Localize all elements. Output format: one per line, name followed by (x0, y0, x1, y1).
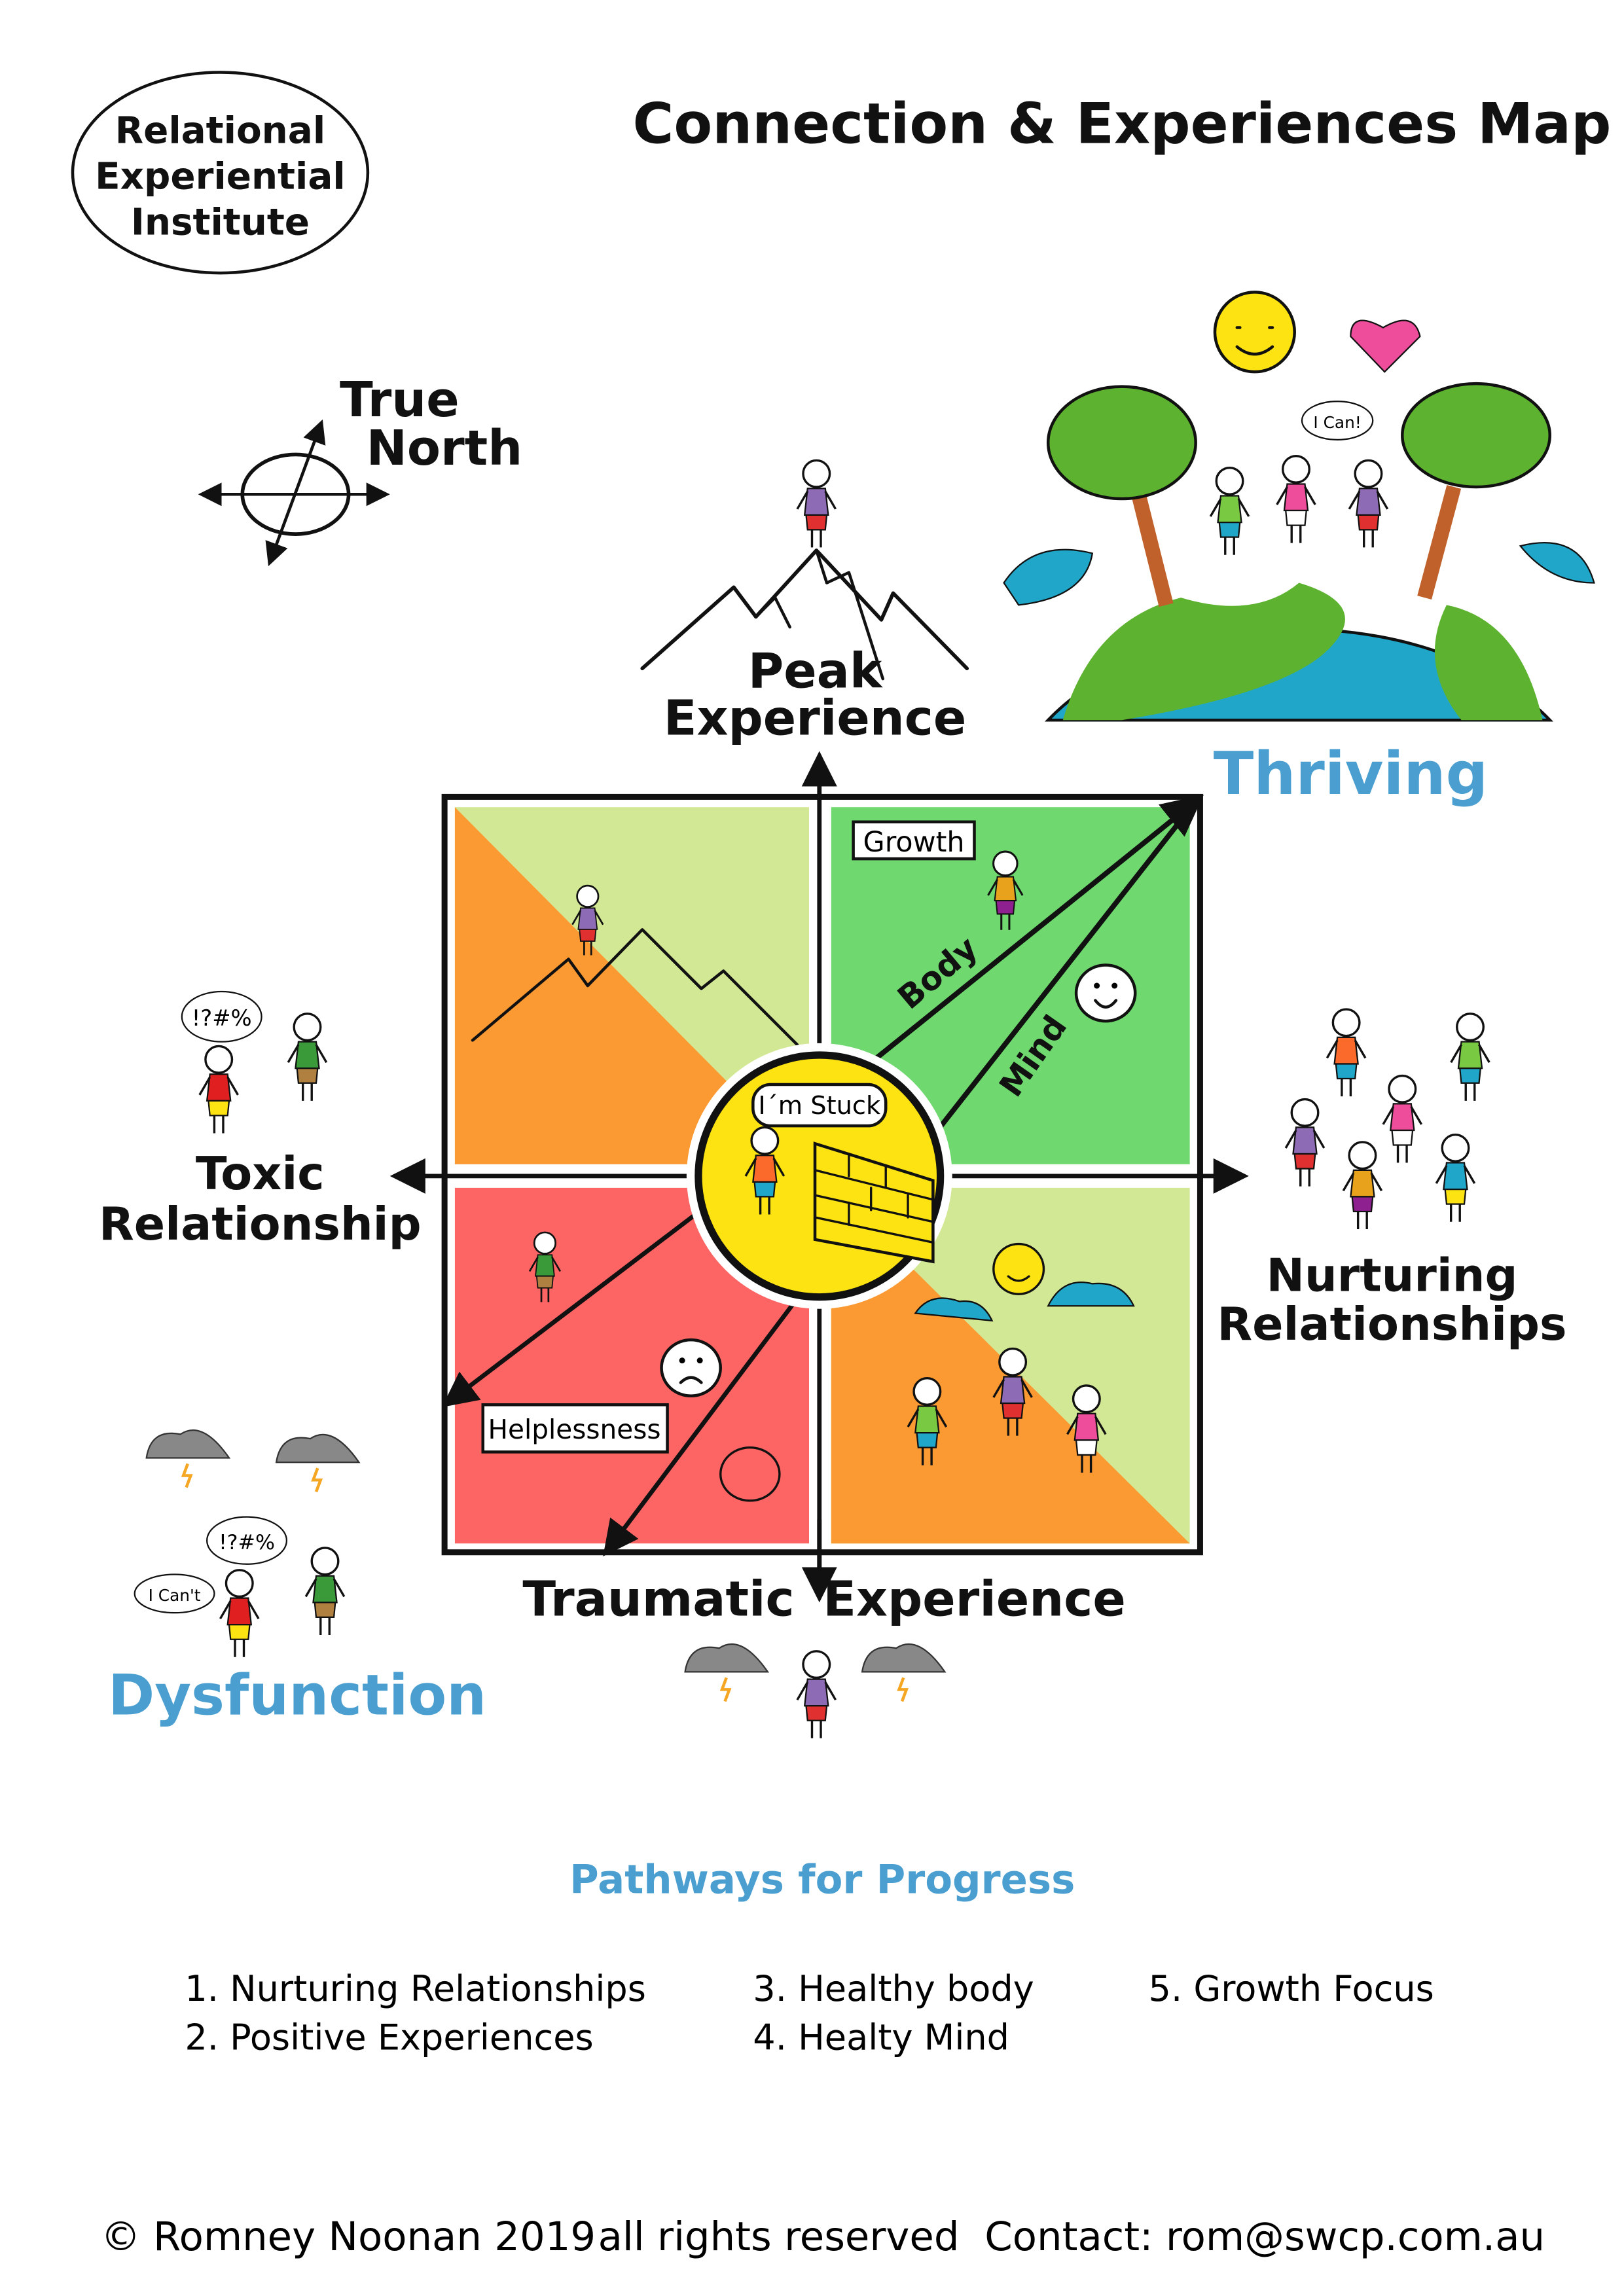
dysfunction-label: Dysfunction (108, 1663, 486, 1729)
pathways-title: Pathways for Progress (569, 1857, 1075, 1903)
traumatic-arrow (603, 1296, 800, 1557)
experience-label: Experience (823, 1571, 1126, 1628)
compass-icon (198, 419, 390, 567)
thriving-bubble: I Can! (1313, 413, 1361, 432)
stick-figure-icon (304, 1547, 346, 1635)
stick-figure-icon (1209, 466, 1250, 555)
dysfunction-bubble: I Can't (149, 1586, 201, 1605)
stick-figure-icon (1382, 1074, 1423, 1163)
stuck-center: I´m Stuck (686, 1043, 952, 1309)
dysfunction-bubble: !?#% (219, 1531, 275, 1554)
pathways-list: 1. Nurturing Relationships 2. Positive E… (185, 1968, 1434, 2058)
stick-figure-icon (744, 1126, 785, 1215)
stuck-bubble: I´m Stuck (758, 1091, 881, 1121)
toxic-label: Relationship (99, 1198, 422, 1251)
logo-line: Relational (115, 110, 325, 152)
storm-cloud-icon (275, 1433, 361, 1493)
institute-logo: Relational Experiential Institute (71, 71, 370, 275)
heart-icon (1350, 319, 1421, 373)
stick-figure-icon (796, 459, 837, 548)
stick-figure-icon (1348, 459, 1389, 548)
stick-figure-icon (1276, 454, 1316, 543)
pathway-item: 4. Healty Mind (753, 2017, 1009, 2058)
storm-cloud-icon (684, 1643, 770, 1702)
sun-icon (992, 1242, 1045, 1295)
stick-figure-icon (1435, 1134, 1476, 1222)
pathway-item: 2. Positive Experiences (185, 2017, 593, 2058)
toxic-bubble: !?#% (192, 1005, 252, 1031)
pathway-item: 1. Nurturing Relationships (185, 1968, 646, 2009)
page-title: Connection & Experiences Map (632, 92, 1611, 157)
stick-figure-icon (571, 884, 604, 956)
pathway-item: 3. Healthy body (753, 1968, 1034, 2009)
stick-figure-icon (1342, 1141, 1383, 1229)
true-north-label: True (340, 371, 460, 428)
traumatic-label: Traumatic (522, 1571, 794, 1628)
peak-label: Experience (664, 690, 967, 747)
storm-cloud-icon (861, 1643, 947, 1702)
thriving-label: Thriving (1214, 740, 1488, 808)
storm-cloud-icon (145, 1429, 231, 1488)
stick-figure-icon (1450, 1013, 1490, 1101)
contact-link[interactable]: Contact: rom@swcp.com.au (984, 2214, 1545, 2260)
stick-figure-icon (987, 850, 1024, 930)
helplessness-arrow (442, 1208, 704, 1407)
logo-line: Institute (131, 201, 310, 243)
body-arrow (868, 795, 1204, 1066)
happy-face-icon (1074, 963, 1137, 1023)
brick-wall-icon (813, 1141, 935, 1264)
sad-face-icon (660, 1338, 722, 1398)
stick-figure-icon (992, 1347, 1033, 1436)
stick-figure-icon (198, 1045, 239, 1134)
growth-label: Growth (863, 826, 965, 859)
stick-figure-icon (1326, 1008, 1367, 1097)
stick-figure-icon (1284, 1098, 1326, 1187)
stick-figure-icon (287, 1013, 328, 1101)
rights-notice: all rights reserved (598, 2214, 960, 2260)
cloud-icon (1047, 1282, 1135, 1307)
true-north-label: North (367, 420, 523, 476)
stick-figure-icon (528, 1231, 562, 1302)
mind-arrow (930, 798, 1199, 1139)
peak-label: Peak (748, 643, 883, 700)
empty-circle-icon (719, 1446, 781, 1502)
stick-figure-icon (907, 1377, 948, 1465)
footer: © Romney Noonan 2019 all rights reserved… (101, 2214, 1545, 2260)
sun-icon (1213, 291, 1296, 374)
stick-figure-icon (1066, 1384, 1107, 1473)
helplessness-label: Helplessness (488, 1414, 661, 1445)
copyright: © Romney Noonan 2019 (101, 2214, 596, 2260)
nurturing-label: Relationships (1217, 1298, 1566, 1351)
mountain-icon (640, 548, 969, 681)
thriving-globe-illustration: I Can! (1003, 291, 1595, 722)
stick-figure-icon (796, 1650, 837, 1738)
pathway-item: 5. Growth Focus (1149, 1968, 1434, 2009)
cloud-icon (914, 1297, 994, 1322)
toxic-label: Toxic (196, 1147, 325, 1200)
stick-figure-icon (219, 1569, 260, 1657)
nurturing-label: Nurturing (1267, 1249, 1518, 1302)
logo-line: Experiential (95, 156, 346, 198)
